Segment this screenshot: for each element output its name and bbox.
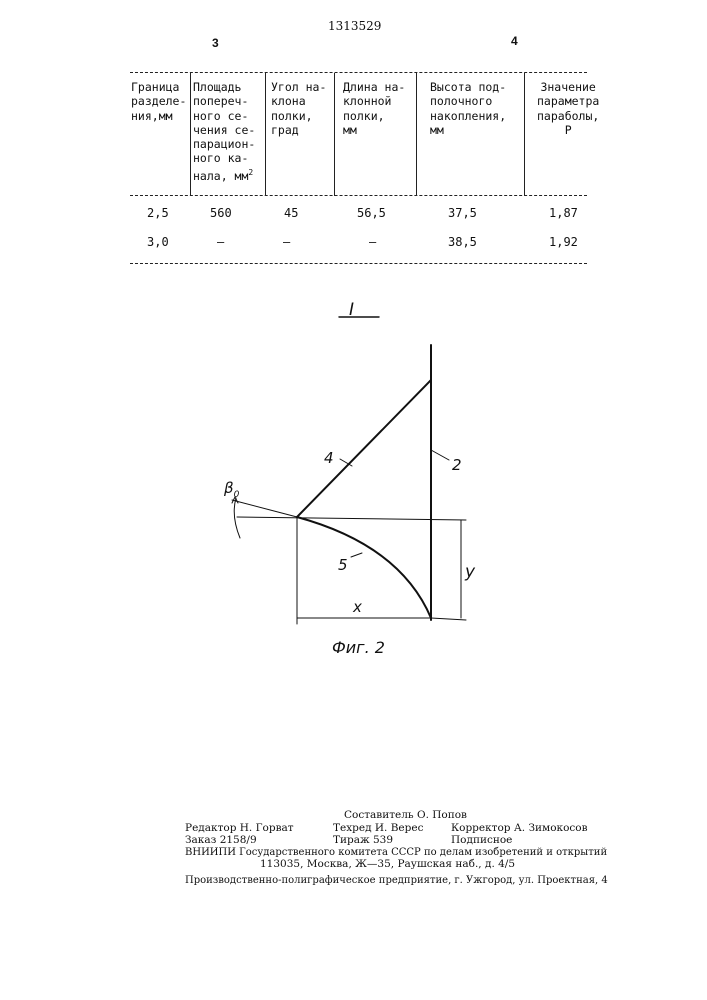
label-4: 4 bbox=[324, 449, 334, 467]
footer-address: 113035, Москва, Ж—35, Раушская наб., д. … bbox=[260, 858, 515, 871]
shelf-line-4 bbox=[297, 380, 431, 517]
leader-5 bbox=[351, 553, 362, 557]
label-5: 5 bbox=[338, 556, 348, 574]
footer-printer: Производственно-полиграфическое предприя… bbox=[185, 874, 608, 887]
label-2: 2 bbox=[452, 456, 462, 474]
beta-reference-line bbox=[232, 500, 297, 517]
figure-caption: Фиг. 2 bbox=[332, 638, 385, 657]
parabola-curve-5 bbox=[297, 517, 431, 618]
footer-compiler: Составитель О. Попов bbox=[344, 809, 467, 822]
view-label: I bbox=[349, 300, 354, 320]
label-y: y bbox=[465, 562, 475, 582]
label-x: x bbox=[353, 598, 362, 616]
label-beta: β0 bbox=[224, 479, 239, 500]
label-beta-subscript: 0 bbox=[234, 490, 240, 500]
beta-angle-arc bbox=[234, 498, 240, 538]
leader-2 bbox=[431, 450, 449, 460]
